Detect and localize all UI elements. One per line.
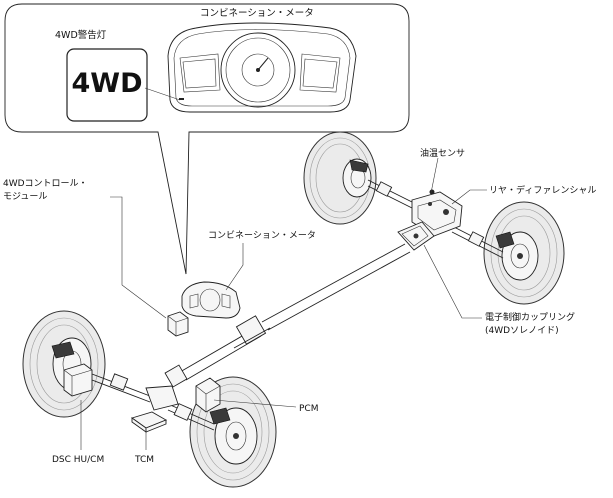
propeller-shaft xyxy=(164,243,411,388)
electronic-coupling-unit xyxy=(397,221,435,251)
oil-temp-sensor-label: 油温センサ xyxy=(420,147,465,159)
pcm-unit xyxy=(195,377,221,413)
front-driveshafts xyxy=(91,373,215,431)
oil-temp-sensor xyxy=(429,189,435,195)
dsc-label: DSC HU/CM xyxy=(52,455,104,465)
4wd-control-module xyxy=(167,311,189,337)
warning-lamp-label: 4WD警告灯 xyxy=(55,29,107,41)
coupling-label-line2: (4WDソレノイド) xyxy=(485,326,559,336)
warning-lamp-text: 4WD xyxy=(72,68,143,99)
rear-right-wheel xyxy=(483,201,565,305)
tcm-label: TCM xyxy=(134,455,154,465)
dsc-hu-cm-unit xyxy=(63,363,93,397)
combination-meter-small xyxy=(181,281,241,319)
cluster-title: コンビネーション・メータ xyxy=(200,8,314,19)
pcm-label: PCM xyxy=(299,404,318,414)
coupling-label-line1: 電子制御カップリング xyxy=(485,311,575,323)
combination-meter-cluster xyxy=(167,22,357,113)
warning-lamp-indicator xyxy=(179,98,184,100)
callout-box xyxy=(4,3,410,275)
warning-lamp-box: 4WD xyxy=(66,48,148,122)
rear-driveshafts xyxy=(367,179,504,259)
combination-meter-label: コンビネーション・メータ xyxy=(208,230,316,241)
front-left-wheel xyxy=(22,310,106,418)
tcm-unit xyxy=(130,411,168,433)
control-module-label-line2: モジュール xyxy=(3,192,47,202)
control-module-label-line1: 4WDコントロール・ xyxy=(3,179,88,189)
rear-differential-label: リヤ・ディファレンシャル xyxy=(489,184,596,196)
rear-left-wheel xyxy=(303,131,377,225)
warning-lamp-leader xyxy=(144,87,181,101)
leader-lines xyxy=(80,157,487,450)
